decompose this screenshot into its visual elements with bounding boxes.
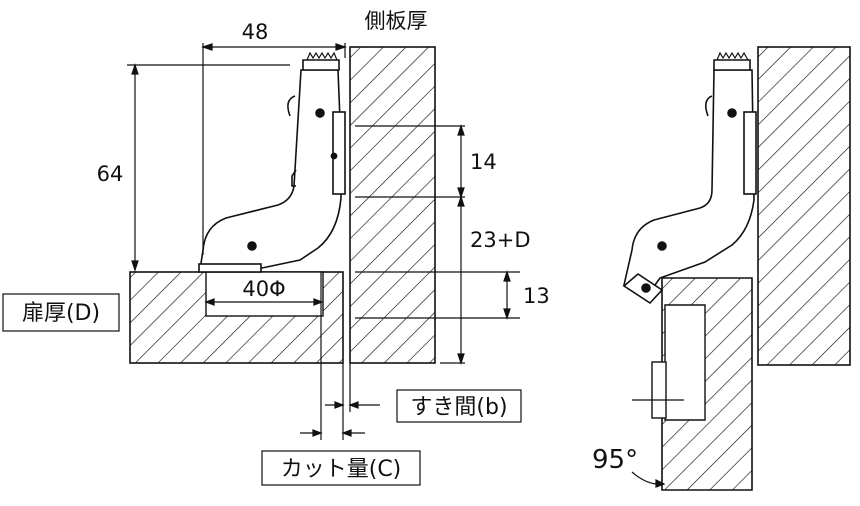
side-panel-right bbox=[757, 46, 851, 366]
cut-amount-label: カット量(C) bbox=[281, 457, 402, 482]
dim-48-label: 48 bbox=[242, 20, 269, 44]
angle-indicator bbox=[631, 471, 666, 488]
angle-label: 95° bbox=[592, 445, 638, 475]
hinge-arm bbox=[198, 51, 346, 273]
cut-amount-box bbox=[261, 450, 421, 486]
dim-64-label: 64 bbox=[97, 162, 124, 186]
side-panel-thickness-label: 側板厚 bbox=[365, 9, 428, 33]
dim-23d-label: 23+D bbox=[470, 228, 531, 252]
door-thickness-label: 扉厚(D) bbox=[22, 301, 100, 326]
gap-label: すき間(b) bbox=[410, 395, 507, 420]
door-thickness-box bbox=[2, 293, 120, 332]
gap-box bbox=[396, 389, 522, 423]
cup-diameter-label: 40Φ bbox=[242, 277, 285, 301]
dim-14-label: 14 bbox=[470, 150, 497, 174]
door-panel-open bbox=[632, 277, 753, 491]
hinge-arm-open bbox=[622, 51, 757, 305]
door-panel bbox=[129, 271, 344, 364]
dim-13-label: 13 bbox=[523, 284, 550, 308]
side-panel bbox=[349, 46, 436, 364]
dimension-lines bbox=[127, 43, 520, 440]
